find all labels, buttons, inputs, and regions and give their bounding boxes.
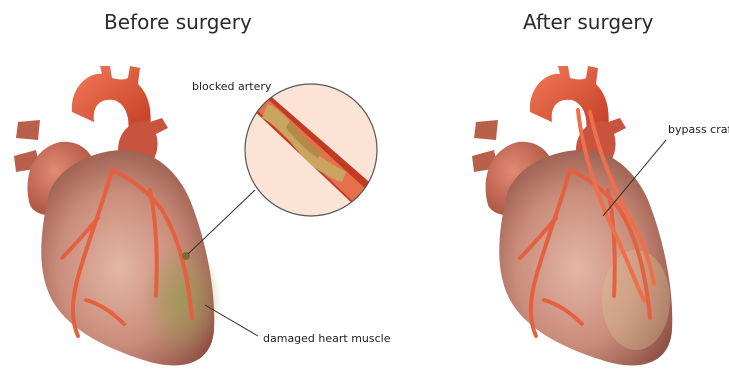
leader-blocked-artery bbox=[188, 190, 255, 254]
heart-after bbox=[472, 66, 672, 365]
heart-before bbox=[14, 66, 258, 365]
blocked-artery-label: blocked artery bbox=[192, 80, 271, 93]
blocked-artery-magnifier bbox=[230, 80, 390, 222]
damaged-heart-muscle-label: damaged heart muscle bbox=[263, 332, 391, 345]
bypass-craft-label: bypass craft bbox=[668, 123, 729, 136]
